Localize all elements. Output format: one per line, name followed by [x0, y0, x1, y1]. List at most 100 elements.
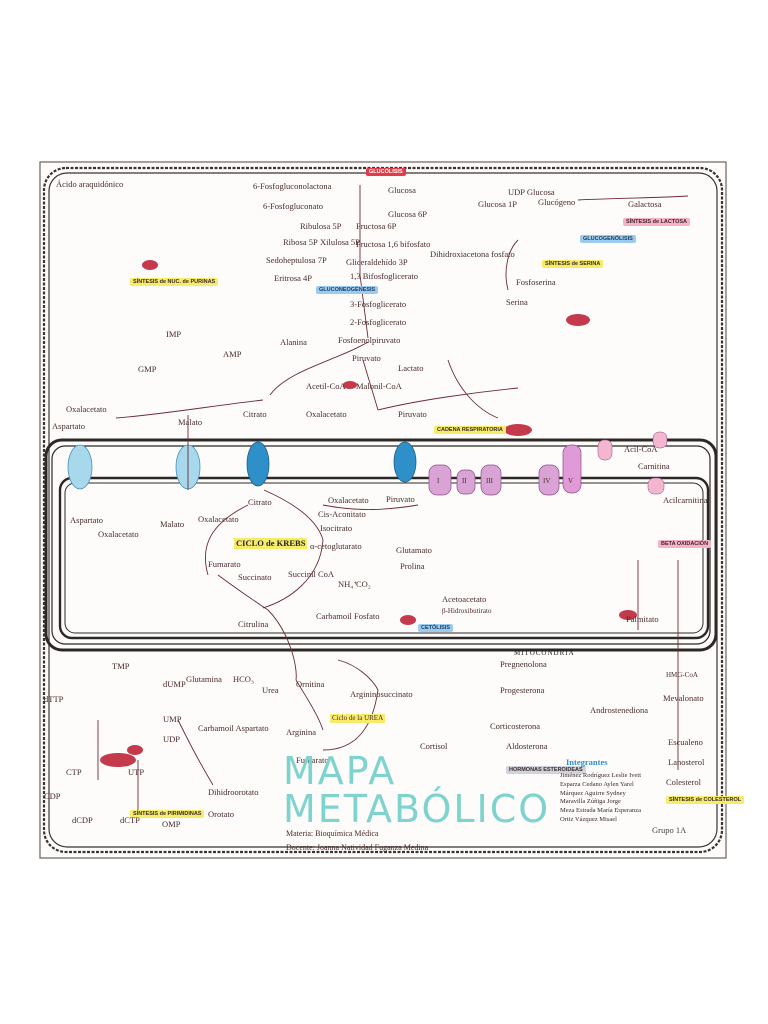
mitochondrial-inner-membrane-inner — [64, 482, 704, 634]
mitochondrial-inner-membrane — [58, 476, 710, 640]
metabolite-glucosa: Glucosa — [388, 185, 416, 195]
metabolite-udp-glucosa: UDP Glucosa — [508, 187, 555, 197]
metabolite-fumarato-cyto: Fumarato — [296, 755, 329, 765]
metabolite-gluconolactona: 6-Fosfogluconolactona — [253, 181, 332, 191]
complex-iv-label: IV — [543, 477, 551, 485]
metabolite-piruvato: Piruvato — [352, 353, 381, 363]
metabolite-hco3: HCO₃ — [233, 674, 254, 684]
metabolite-isocitrato: Isocitrato — [320, 523, 353, 533]
section-cetolisis: CETÓLISIS — [418, 624, 454, 633]
integrante-1: Jiménez Rodríguez Leslie Ivett — [560, 772, 642, 779]
metabolite-arginina: Arginina — [286, 727, 317, 737]
complex-iii-label: III — [486, 477, 493, 485]
metabolite-carbamoil-fosfato: Carbamoil Fosfato — [316, 611, 380, 621]
metabolite-ornitina: Ornitina — [296, 679, 325, 689]
section-sintesis-purinas: SÍNTESIS de NUC. de PURINAS — [130, 278, 219, 287]
organ-icons — [100, 260, 637, 767]
metabolite-colesterol: Colesterol — [666, 777, 701, 787]
metabolite-urea: Urea — [262, 685, 279, 695]
mitochondrial-outer-membrane — [44, 438, 718, 652]
metabolite-acil-coa: Acil-CoA — [624, 444, 658, 454]
metabolite-dump: dUMP — [163, 679, 186, 689]
metabolite-palmitato: Palmitato — [626, 614, 659, 624]
metabolite-tmp: TMP — [112, 661, 130, 671]
metabolite-acil-carnitina: Acilcarnitina — [663, 495, 708, 505]
metabolite-malato-cyto: Malato — [178, 417, 203, 427]
metabolite-amp: AMP — [223, 349, 242, 359]
metabolite-dctp: dCTP — [120, 815, 140, 825]
metabolite-glucogeno: Glucógeno — [538, 197, 576, 207]
metabolite-glutamina: Glutamina — [186, 674, 222, 684]
metabolite-glucosa-1p: Glucosa 1P — [478, 199, 517, 209]
section-glucolisis: GLUCÓLISIS — [366, 168, 406, 177]
map-title-line1: MAPA — [283, 749, 397, 793]
complex-v-label: V — [568, 477, 574, 485]
metabolite-cdp: CDP — [44, 791, 61, 801]
metabolite-imp: IMP — [166, 329, 182, 339]
section-mitocondria: MITOCONDRIA — [514, 649, 575, 657]
metabolite-ribosa-5p: Ribosa 5P — [283, 237, 318, 247]
metabolite-gmp: GMP — [138, 364, 157, 374]
metabolite-citrato-mit: Citrato — [248, 497, 272, 507]
metabolite-progesterona: Progesterona — [500, 685, 545, 695]
section-sintesis-serina: SÍNTESIS de SERINA — [542, 260, 604, 269]
metabolite-aldosterona: Aldosterona — [506, 741, 548, 751]
metabolite-lactato: Lactato — [398, 363, 424, 373]
metabolite-galactosa: Galactosa — [628, 199, 662, 209]
metabolite-argininosuccinato: Argininosuccinato — [350, 689, 413, 699]
transporters — [67, 441, 417, 490]
metabolite-carnitina: Carnitina — [638, 461, 670, 471]
section-ciclo-urea: Ciclo de la UREA — [330, 714, 386, 723]
metabolite-dttp: dTTP — [44, 694, 64, 704]
integrante-3: Márquez Aguirre Sydney — [560, 789, 626, 797]
integrante-6: Ortiz Vázquez Misael — [560, 815, 617, 823]
metabolite-co2: CO₂ — [356, 579, 371, 589]
integrante-5: Meza Estrada María Esperanza — [560, 807, 642, 815]
section-sintesis-colesterol: SÍNTESIS de COLESTEROL — [666, 796, 745, 805]
metabolite-malonil-coa: Malonil-CoA — [356, 381, 402, 391]
metabolite-glutamato: Glutamato — [396, 545, 432, 555]
map-docente: Docente: Joanna Natividad Fuganza Medina — [286, 843, 429, 852]
metabolite-cis-aconitato: Cis-Aconitato — [318, 509, 366, 519]
metabolite-omp: OMP — [162, 819, 181, 829]
complex-i-label: I — [437, 477, 440, 485]
section-beta-oxidacion: BETA OXIDACIÓN — [658, 540, 712, 549]
metabolite-dcdp: dCDP — [72, 815, 93, 825]
metabolite-aspartato-cyto: Aspartato — [52, 421, 86, 431]
metabolite-fosfoenolpiruvato: Fosfoenolpiruvato — [338, 335, 401, 345]
map-title-line2: METABÓLICO — [283, 787, 551, 831]
pathway-arrows — [97, 185, 689, 810]
metabolite-ribulosa-5p: Ribulosa 5P — [300, 221, 342, 231]
integrante-4: Maravilla Zúñiga Jorge — [560, 798, 621, 806]
metabolite-ctp: CTP — [66, 767, 82, 777]
metabolite-acido-araquidonico: Ácido araquidónico — [56, 179, 124, 189]
metabolite-xilulosa-5p: Xilulosa 5P — [320, 237, 360, 247]
metabolite-escualeno: Escualeno — [668, 737, 703, 747]
metabolite-ump: UMP — [163, 714, 182, 724]
metabolite-citrulina: Citrulina — [238, 619, 269, 629]
sheet-border — [39, 161, 727, 859]
metabolite-bpg13: 1,3 Bifosfoglicerato — [350, 271, 418, 281]
metabolite-piruvato-cyto-2: Piruvato — [398, 409, 427, 419]
metabolite-aspartato-mit: Aspartato — [70, 515, 104, 525]
metabolite-prolina: Prolina — [400, 561, 425, 571]
metabolite-a-cetoglutarato: α-cetoglutarato — [310, 541, 362, 551]
metabolite-serina: Serina — [506, 297, 528, 307]
metabolite-fosfogluconato: 6-Fosfogluconato — [263, 201, 323, 211]
section-cadena-respiratoria: CADENA RESPIRATORIA — [434, 426, 506, 435]
section-hormonas-esteroideas: HORMONAS ESTEROIDEAS — [506, 766, 586, 775]
metabolite-dihidroxiacetona: Dihidroxiacetona fosfato — [430, 249, 515, 259]
metabolite-pg2: 2-Fosfoglicerato — [350, 317, 407, 327]
metabolite-oxalacetato-mit-3: Oxalacetato — [328, 495, 369, 505]
metabolite-androstenediona: Androstenediona — [590, 705, 649, 715]
metabolite-acetil-coa-cyto: Acetil-CoA — [306, 381, 346, 391]
metabolite-orotato: Orotato — [208, 809, 234, 819]
metabolite-succinil-coa: Succinil CoA — [288, 569, 335, 579]
metabolite-alanina: Alanina — [280, 337, 307, 347]
integrantes-heading: Integrantes — [566, 757, 608, 767]
metabolite-udp: UDP — [163, 734, 181, 744]
metabolite-corticosterona: Corticosterona — [490, 721, 541, 731]
complex-ii-label: II — [462, 477, 467, 485]
metabolite-mevalonato: Mevalonato — [663, 693, 704, 703]
metabolite-acetoacetato: Acetoacetato — [442, 594, 487, 604]
